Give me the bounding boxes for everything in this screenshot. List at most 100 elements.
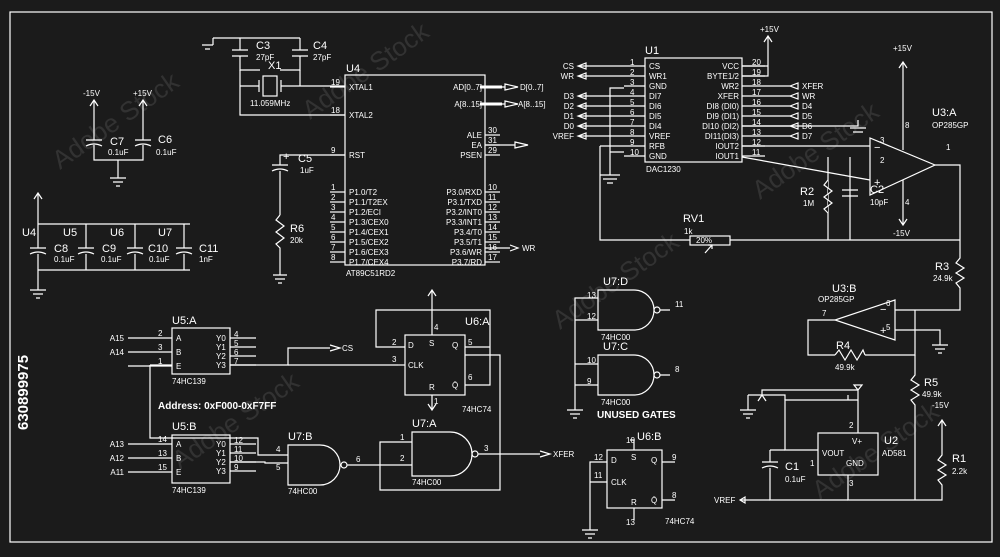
r6-ref: R6	[290, 223, 304, 235]
u6a-pin-r: 1	[434, 397, 439, 406]
u4-pin-num: 6	[331, 233, 336, 242]
u3a-ref: U3:A	[932, 107, 957, 119]
u4-pin-name: P1.1/T2EX	[349, 198, 388, 207]
decoder-net-label: A12	[110, 454, 125, 463]
r3: R3 24.9k	[915, 240, 966, 311]
u3b-pin6: 6	[886, 299, 891, 308]
u1-net-label: D2	[564, 102, 575, 111]
u1-pin-name: WR1	[649, 72, 667, 81]
u3b-ref: U3:B	[832, 283, 856, 295]
u1-pin-num: 19	[752, 68, 761, 77]
u4-pin-num: 18	[331, 106, 340, 115]
u7d-pin13: 13	[587, 291, 596, 300]
u6a-pin-d: 2	[392, 338, 397, 347]
decoder-pin-num: 7	[234, 357, 239, 366]
u4-pin-num: 1	[331, 183, 336, 192]
u7a-ref: U7:A	[412, 418, 437, 430]
u1-pin-name: DI10 (DI2)	[702, 122, 739, 131]
decoder-pin-num: 5	[234, 339, 239, 348]
u3b-plus: +	[880, 325, 886, 337]
u1-pin-num: 2	[630, 68, 635, 77]
c9-ref: C9	[102, 243, 116, 255]
c8-value: 0.1uF	[54, 255, 75, 264]
u7d-part: 74HC00	[601, 333, 631, 342]
u1-pin-name: RFB	[649, 142, 665, 151]
u4-pin-name: P3.5/T1	[454, 238, 483, 247]
u2-pin3: 3	[849, 479, 854, 488]
u6a-q: Q	[452, 341, 458, 350]
watermark-id: 630899975	[15, 355, 32, 430]
u7a-pin2: 2	[400, 454, 405, 463]
u4-pin-name: RST	[349, 151, 365, 160]
decoder-net-label: A15	[110, 334, 125, 343]
u4-pin-num: 31	[488, 136, 497, 145]
u6b-ref: U6:B	[637, 431, 661, 443]
u4-pin-num: 10	[488, 183, 497, 192]
c3-value: 27pF	[256, 53, 274, 62]
watermark-text-2: Adobe Stock	[296, 15, 435, 125]
c4-value: 27pF	[313, 53, 331, 62]
u1-pin-name: DI8 (DI0)	[707, 102, 740, 111]
u6a-r: R	[429, 383, 435, 392]
u3a-minus: −	[874, 142, 880, 154]
r5-value: 49.9k	[922, 390, 943, 399]
u1-net-label: D3	[564, 92, 575, 101]
u1-pin-name: GND	[649, 152, 667, 161]
u4-bus-d: D[0..7]	[520, 83, 544, 92]
u5b-decoder: U5:B 74HC139 14AA1313BA1215EA1112Y011Y11…	[110, 421, 288, 495]
watermark-text-4: Adobe Stock	[746, 95, 885, 205]
u5-supply-label: U5	[63, 227, 77, 239]
u1-pin-num: 14	[752, 118, 761, 127]
u4-pin-name: A[8..15]	[454, 100, 482, 109]
u1-pin-name: XFER	[718, 92, 740, 101]
u4-pin-name: P3.6/WR	[450, 248, 482, 257]
u7-supply-label: U7	[158, 227, 172, 239]
u2-vplus: V+	[852, 437, 862, 446]
u1-pin-name: DI5	[649, 112, 662, 121]
u6b-r: R	[631, 498, 637, 507]
r1-ref: R1	[952, 453, 966, 465]
u4-pin-name: ALE	[467, 131, 482, 140]
u2-pin1: 1	[810, 459, 815, 468]
u4-pin-num: 15	[488, 233, 497, 242]
u3b-part: OP285GP	[818, 295, 854, 304]
x1-ref: X1	[268, 60, 281, 72]
oscillator: C3 27pF C4 27pF X1 11.059MHz	[202, 37, 345, 116]
feedback-r2-c2: R2 1M C2 10pF	[800, 179, 888, 214]
u6a-s: S	[429, 339, 434, 348]
c7-ref: C7	[110, 136, 124, 148]
u6b-flipflop: U6:B 74HC74 D S Q CLK R Q̄ 12 10 9 11 13…	[582, 431, 695, 539]
u4-pin-name: AD[0..7]	[453, 83, 482, 92]
u1-pin-num: 8	[630, 128, 635, 137]
u6b-pin-clk: 11	[594, 471, 603, 480]
c11-ref: C11	[199, 243, 218, 255]
u7d-pin12: 12	[587, 312, 596, 321]
decoder-pin-num: 2	[158, 329, 163, 338]
decoder-pin-name: Y0	[216, 440, 226, 449]
u5a-ref: U5:A	[172, 315, 197, 327]
u7c-part: 74HC00	[601, 398, 631, 407]
u6a-pin-q: 5	[468, 338, 473, 347]
u4-left-pins: 19XTAL118XTAL29RST1P1.0/T22P1.1/T2EX3P1.…	[330, 78, 389, 267]
u4-pin-num: 7	[331, 243, 336, 252]
u4-pin-num: 9	[331, 146, 336, 155]
u7a-part: 74HC00	[412, 478, 442, 487]
u3a-pin8: 8	[905, 121, 910, 130]
c5-value: 1uF	[300, 166, 314, 175]
u1-pin-num: 1	[630, 58, 635, 67]
decoder-pin-name: Y3	[216, 361, 226, 370]
u1-net-label: D5	[802, 112, 813, 121]
c8-ref: C8	[54, 243, 68, 255]
u6b-pin-d: 12	[594, 453, 603, 462]
u4-pin-name: P1.0/T2	[349, 188, 378, 197]
u6b-pin-q: 9	[672, 453, 677, 462]
u7b-pin4: 4	[276, 445, 281, 454]
c2-ref: C2	[870, 184, 884, 196]
c3-ref: C3	[256, 40, 270, 52]
r3-value: 24.9k	[933, 274, 954, 283]
u2-reference: U2 AD581 V+ VOUT GND 2 1 3 C1 0.1uF VREF…	[714, 384, 968, 505]
u1-pin-name: IOUT2	[715, 142, 739, 151]
u1-pin-name: IOUT1	[715, 152, 739, 161]
u5a-cs-net: CS	[342, 344, 353, 353]
